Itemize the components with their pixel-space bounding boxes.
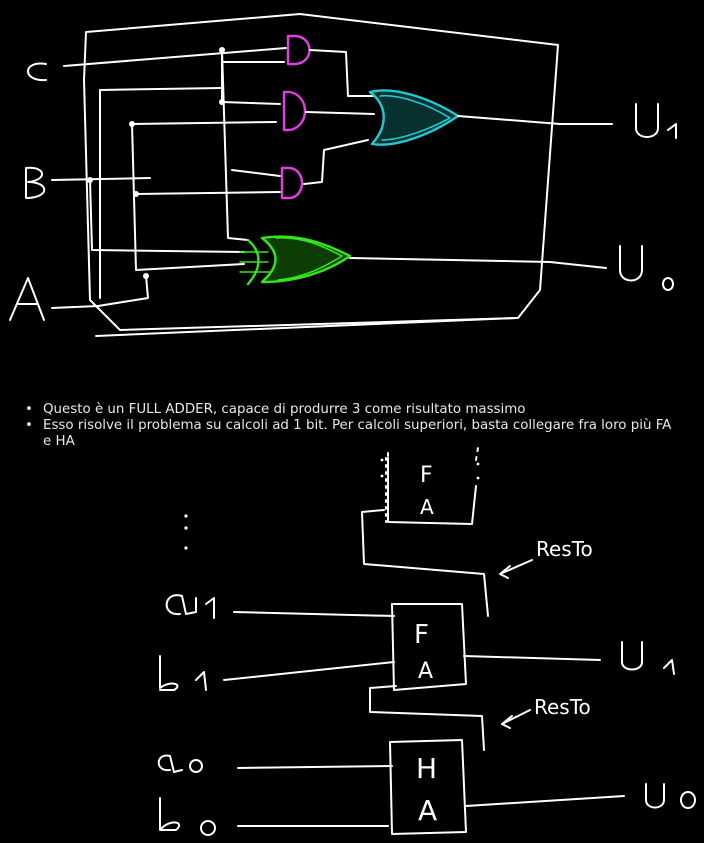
wire-c-loop [99, 87, 223, 91]
carry-arrows [499, 559, 533, 729]
middle-block-line2: A [418, 659, 433, 684]
label-u1-chain [621, 641, 675, 675]
wire-ha-u0 [465, 795, 625, 807]
wire-junctions [87, 47, 225, 279]
top-block-line1: F [420, 463, 433, 488]
label-b0 [159, 797, 181, 831]
chain-labels-drawn [157, 594, 696, 836]
wire-a-and3 [231, 169, 281, 177]
wire-a [51, 305, 99, 309]
input-label-c [27, 62, 47, 82]
input-label-a [9, 277, 45, 321]
wire-b-branch [89, 179, 245, 253]
wire-b-and3 [135, 191, 281, 195]
middle-block-line1: F [414, 620, 429, 650]
wire-c [63, 47, 287, 67]
note-item-2: Esso risolve il problema su calcoli ad 1… [22, 418, 682, 450]
label-a0 [157, 754, 183, 773]
top-block-line2: A [420, 495, 434, 519]
note-item-1: Questo è un FULL ADDER, capace di produr… [22, 402, 682, 418]
output-label-u1 [635, 103, 677, 139]
bottom-block-line2: A [418, 794, 437, 827]
output-labels [619, 103, 677, 291]
notes-list: Questo è un FULL ADDER, capace di produr… [22, 402, 682, 450]
and-gate-3 [280, 166, 304, 200]
wire-a1 [233, 611, 395, 617]
top-fa-block [385, 447, 479, 525]
bottom-block-line1: H [416, 752, 437, 785]
and-gates [280, 34, 311, 200]
circuit-frame [83, 13, 559, 331]
carry-wire-upper [361, 509, 489, 617]
wire-a0 [237, 765, 393, 769]
bottom-ha-block [389, 739, 467, 835]
xor-gate [239, 235, 352, 286]
output-label-u0-subscript [662, 277, 674, 291]
wire-b-vert [131, 123, 245, 271]
chain-input-wires [223, 611, 395, 827]
or-output-wire [457, 115, 613, 125]
frame-bottom-wire [95, 317, 517, 337]
wire-b1 [223, 661, 395, 681]
output-label-u0 [619, 245, 643, 282]
chain-output-wires [463, 655, 625, 807]
and-to-or-wires [303, 49, 379, 185]
or-gate [368, 89, 460, 146]
wire-c-bus [221, 49, 249, 241]
carry-wire-lower [369, 685, 485, 751]
input-label-b [25, 166, 46, 199]
carry-label-lower: ResTo [534, 695, 591, 719]
label-a1 [165, 594, 215, 619]
carry-label-upper: ResTo [536, 537, 593, 561]
and-gate-2 [282, 90, 307, 132]
wire-a-branch [97, 275, 149, 307]
label-u0-chain [645, 783, 665, 809]
and-gate-1 [286, 34, 311, 66]
wire-fa-u1 [463, 655, 601, 661]
xor-output-wire [349, 257, 607, 269]
wire-a-and1 [221, 49, 285, 63]
ellipsis-dots [184, 458, 480, 550]
label-b1 [159, 655, 207, 691]
input-labels [9, 62, 47, 321]
wire-b-up [131, 121, 277, 125]
